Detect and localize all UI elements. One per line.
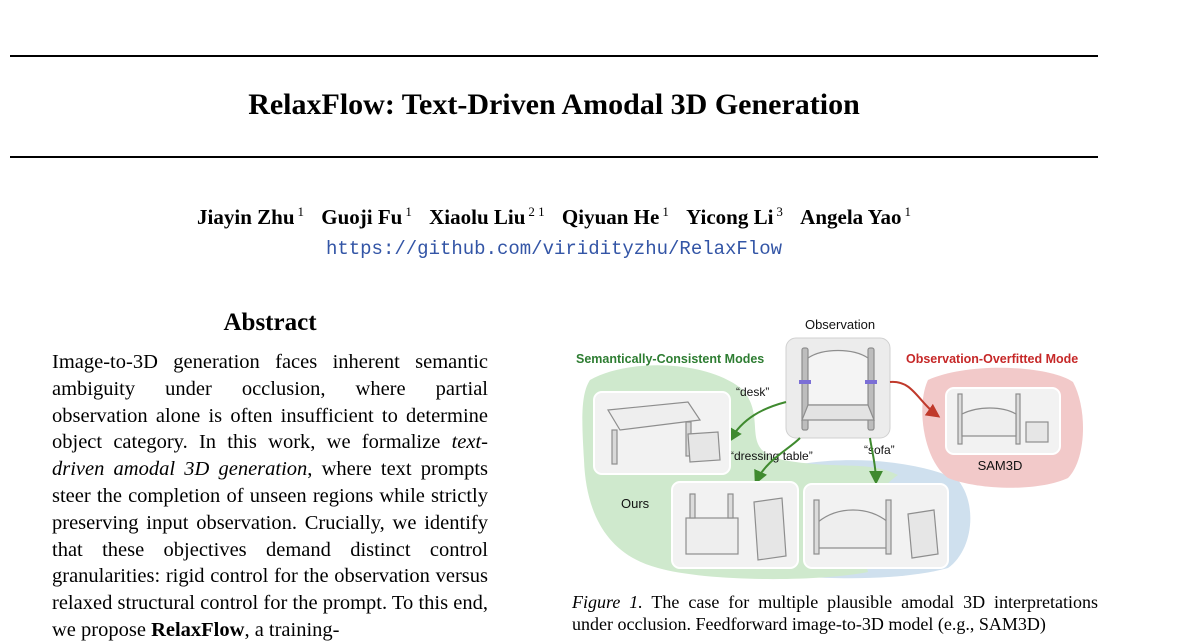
arrow-to-sam3d — [889, 380, 941, 418]
task-name-emphasis: text-driven amodal 3D generation — [52, 431, 488, 481]
observation-label: Observation — [805, 317, 875, 332]
affiliation-mark: 3 — [776, 204, 783, 219]
figure-caption: Figure 1. The case for multiple plausibl… — [572, 591, 1098, 635]
title-rule-bottom — [10, 156, 1098, 158]
repo-link[interactable]: https://github.com/viridityzhu/RelaxFlow — [325, 238, 783, 260]
semantic-modes-heading: Semantically-Consistent Modes — [576, 352, 764, 366]
sam3d-result-icon — [957, 393, 1049, 445]
affiliation-mark: 1 — [662, 204, 669, 219]
prompt-dressing-table: “dressing table” — [730, 449, 813, 463]
affiliation-mark: 1 — [904, 204, 911, 219]
bed-observation-icon — [799, 347, 877, 431]
arrow-to-sofa — [868, 437, 883, 485]
abstract-heading: Abstract — [223, 309, 317, 336]
teaser-figure: Observation Semantically-Consistent Mode… — [568, 310, 1108, 585]
prompt-sofa: “sofa” — [864, 443, 895, 457]
arrow-to-desk — [728, 401, 787, 443]
abstract-body: Image-to-3D generation faces inherent se… — [52, 351, 488, 641]
desk-result-icon — [606, 401, 721, 465]
caption-text: The case for multiple plausible amodal 3… — [572, 592, 1098, 634]
prompt-desk: “desk” — [736, 385, 769, 399]
sam3d-label: SAM3D — [978, 458, 1023, 473]
ours-label: Ours — [621, 496, 650, 511]
affiliation-mark: 1 — [297, 204, 305, 219]
sofa-result-icon — [813, 499, 939, 559]
arrow-to-dressing-table — [754, 437, 801, 485]
affiliation-mark: 1 — [405, 204, 412, 219]
overfitted-mode-heading: Observation-Overfitted Mode — [906, 352, 1078, 366]
caption-label: Figure 1. — [572, 592, 643, 612]
paper-title: RelaxFlow: Text-Driven Amodal 3D Generat… — [248, 88, 860, 121]
teaser-illustration: Observation Semantically-Consistent Mode… — [576, 317, 1084, 580]
dressing-table-result-icon — [685, 493, 787, 561]
title-rule-top — [10, 55, 1098, 57]
affiliation-mark: 2 1 — [528, 204, 545, 219]
